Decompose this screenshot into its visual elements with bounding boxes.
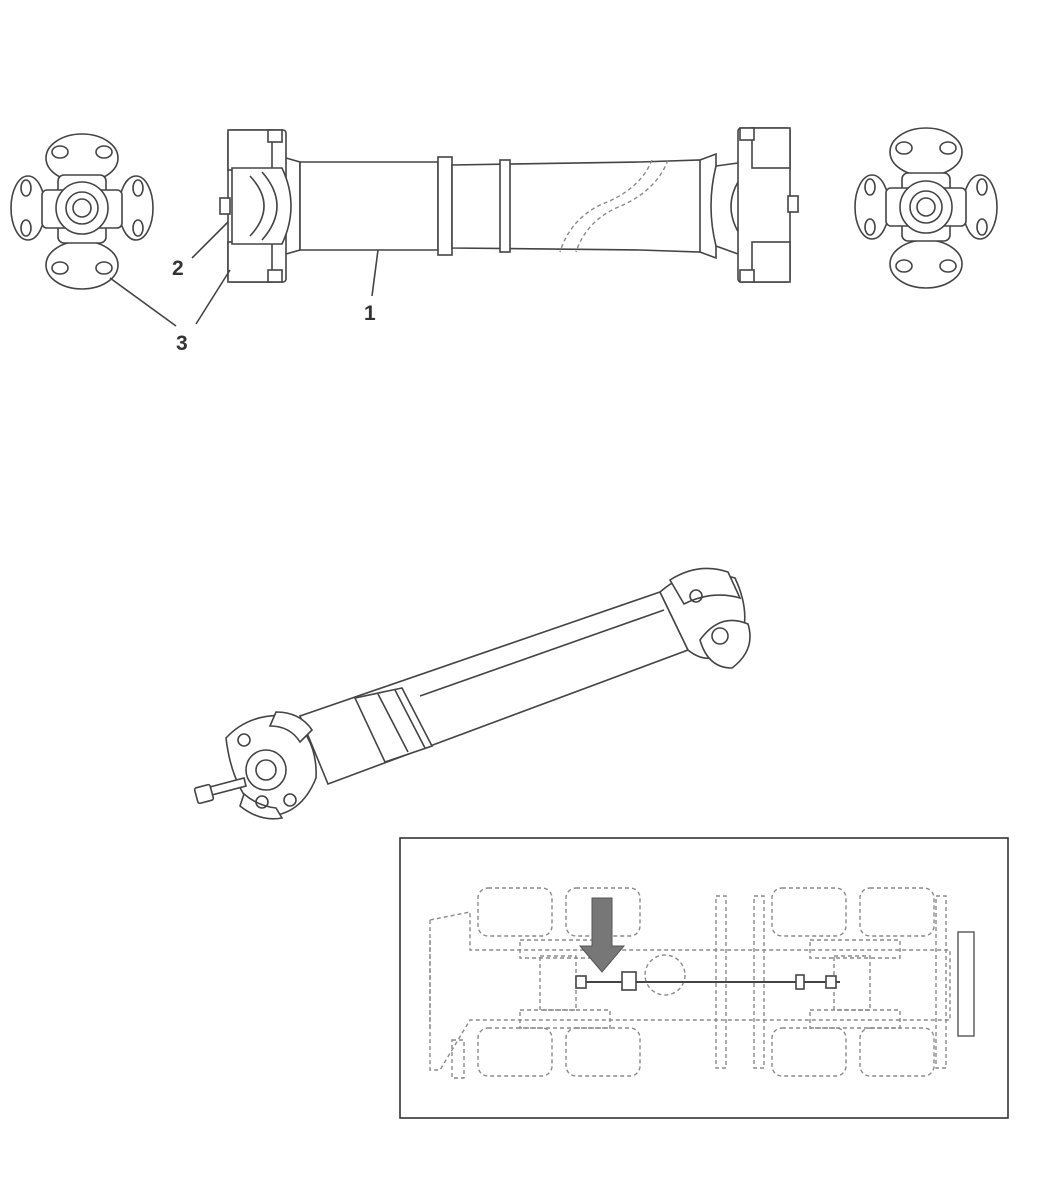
iso-bolt bbox=[193, 777, 247, 805]
iso-right-flange bbox=[659, 567, 751, 669]
left-universal-joint-end-view bbox=[10, 133, 154, 290]
callout-2: 2 bbox=[172, 257, 184, 280]
right-universal-joint-end-view bbox=[854, 127, 998, 289]
left-flange-yoke bbox=[219, 129, 301, 283]
driveshaft-isometric-view bbox=[193, 567, 751, 820]
right-flange-yoke bbox=[699, 127, 799, 283]
shaft-tube bbox=[299, 156, 701, 256]
vehicle-location-inset bbox=[399, 837, 1009, 1119]
callout-3: 3 bbox=[176, 332, 188, 355]
inset-driveshaft bbox=[575, 971, 840, 991]
callout-1: 1 bbox=[364, 302, 376, 325]
location-arrow-icon bbox=[578, 897, 626, 973]
iso-left-flange bbox=[225, 711, 317, 820]
leader-lines bbox=[109, 221, 379, 327]
driveshaft-side-view: 1 2 3 bbox=[10, 127, 998, 355]
